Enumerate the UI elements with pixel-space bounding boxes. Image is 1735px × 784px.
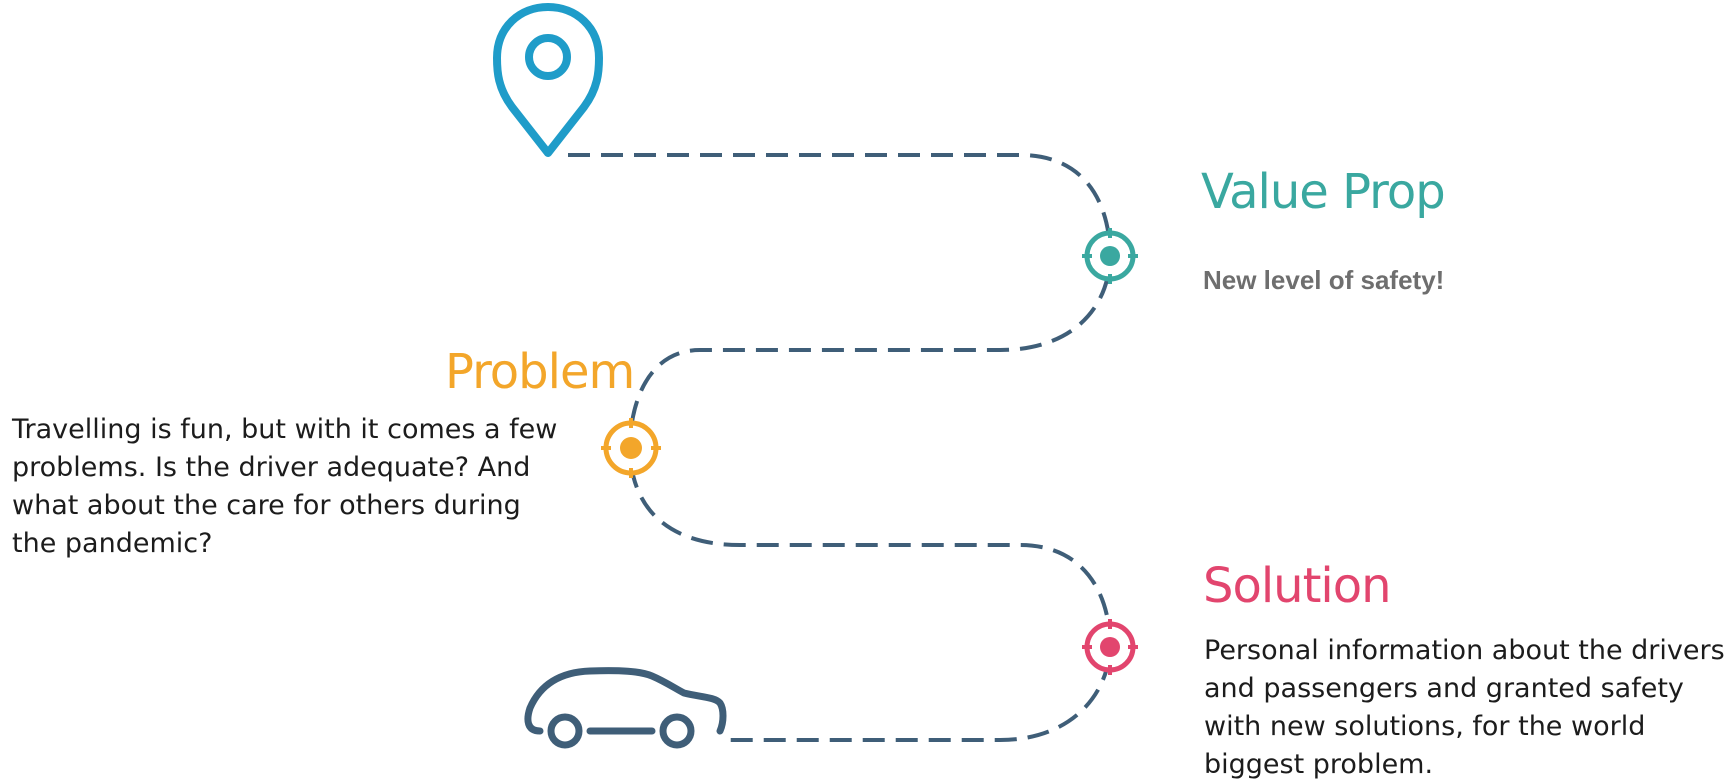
value-prop-title: Value Prop xyxy=(1201,164,1446,220)
problem-description: Travelling is fun, but with it comes a f… xyxy=(12,414,558,559)
value-prop-target-icon xyxy=(1082,228,1138,284)
value-prop-subtitle: New level of safety! xyxy=(1203,265,1445,295)
car-icon xyxy=(524,667,727,749)
solution-description: Personal information about the drivers a… xyxy=(1204,635,1725,780)
location-pin-icon xyxy=(493,3,603,157)
problem-target-icon xyxy=(601,418,661,478)
solution-target-icon xyxy=(1082,619,1138,675)
solution-title: Solution xyxy=(1203,558,1392,614)
problem-title: Problem xyxy=(445,344,635,400)
